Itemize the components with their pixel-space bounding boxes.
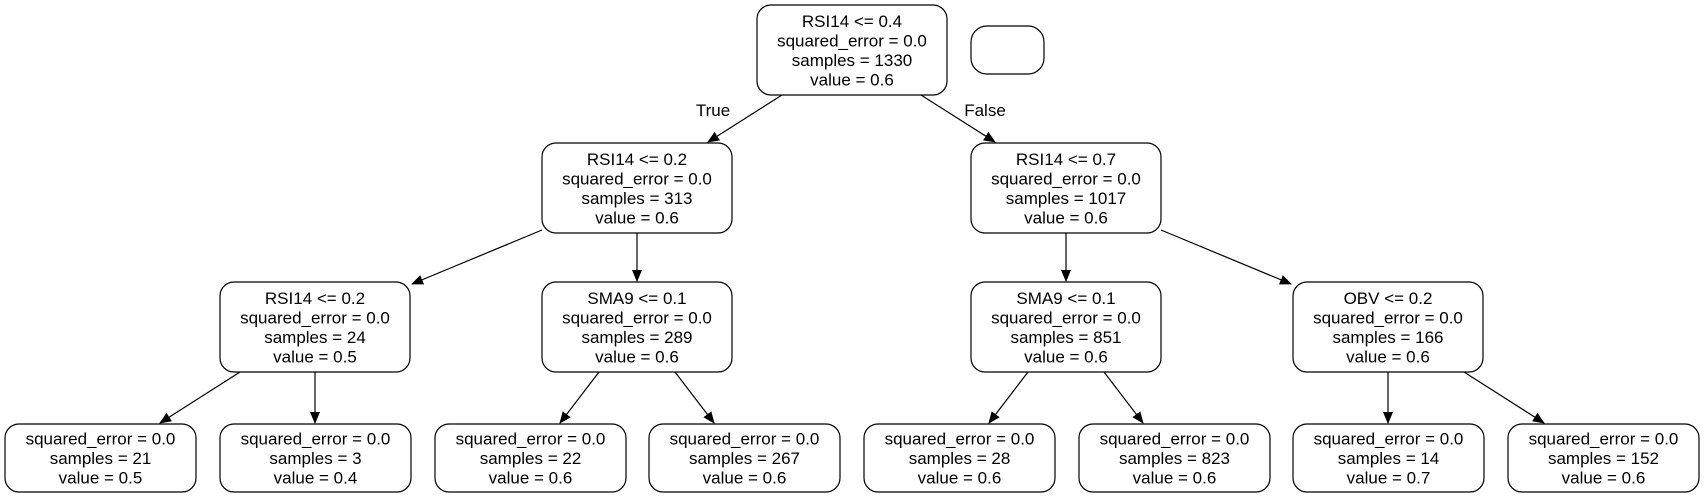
node-line: OBV <= 0.2: [1344, 289, 1433, 308]
node-box: [970, 142, 1162, 234]
node-line: samples = 22: [480, 449, 582, 468]
node-line: squared_error = 0.0: [26, 430, 176, 449]
node-box: [970, 281, 1162, 373]
node-line: samples = 1017: [1006, 189, 1127, 208]
node-line: RSI14 <= 0.7: [1016, 150, 1116, 169]
node-line: value = 0.5: [273, 347, 357, 366]
node-line: squared_error = 0.0: [1313, 308, 1463, 327]
edge-n4-to-n9: [559, 371, 600, 424]
edge-n3-to-n7: [159, 371, 241, 424]
node-line: squared_error = 0.0: [885, 430, 1035, 449]
node-box: [1507, 423, 1700, 493]
node-box: [541, 281, 733, 373]
node-line: samples = 28: [909, 449, 1011, 468]
node-line: value = 0.6: [595, 208, 679, 227]
node-box: [1078, 423, 1271, 493]
node-box: [970, 25, 1045, 75]
edge-n4-to-n10: [674, 371, 715, 424]
node-box: [1292, 423, 1485, 493]
edge-n5-to-n11: [988, 371, 1029, 424]
node-line: value = 0.6: [489, 469, 573, 488]
node-line: samples = 166: [1332, 328, 1443, 347]
node-box: [219, 281, 411, 373]
node-line: value = 0.6: [703, 469, 787, 488]
node-line: squared_error = 0.0: [1100, 430, 1250, 449]
node-line: squared_error = 0.0: [240, 308, 390, 327]
node-line: value = 0.6: [595, 347, 679, 366]
node-box: [756, 4, 948, 96]
node-line: value = 0.6: [1024, 208, 1108, 227]
node-box: [541, 142, 733, 234]
node-line: squared_error = 0.0: [991, 308, 1141, 327]
node-line: SMA9 <= 0.1: [1016, 289, 1115, 308]
node-line: squared_error = 0.0: [562, 169, 712, 188]
node-line: value = 0.5: [59, 469, 143, 488]
node-line: samples = 313: [581, 189, 692, 208]
edge-label-false: False: [964, 101, 1006, 120]
edge-n1-to-n3: [411, 229, 543, 285]
node-box: [863, 423, 1056, 493]
edge-n5-to-n12: [1103, 371, 1144, 424]
node-line: squared_error = 0.0: [1529, 430, 1679, 449]
node-line: value = 0.6: [1024, 347, 1108, 366]
node-line: samples = 289: [581, 328, 692, 347]
node-line: samples = 14: [1338, 449, 1440, 468]
node-line: samples = 823: [1119, 449, 1230, 468]
node-box: [434, 423, 627, 493]
node-box: [219, 423, 412, 493]
node-line: squared_error = 0.0: [991, 169, 1141, 188]
node-line: value = 0.7: [1347, 469, 1431, 488]
node-box: [1292, 281, 1484, 373]
node-line: SMA9 <= 0.1: [587, 289, 686, 308]
node-line: value = 0.4: [274, 469, 358, 488]
node-line: samples = 267: [689, 449, 800, 468]
edge-label-true: True: [696, 101, 730, 120]
node-line: value = 0.6: [810, 70, 894, 89]
node-line: value = 0.6: [1346, 347, 1430, 366]
node-line: value = 0.6: [1562, 469, 1646, 488]
edges-layer: True False: [159, 94, 1545, 424]
node-line: squared_error = 0.0: [1314, 430, 1464, 449]
edge-n2-to-n6: [1160, 229, 1292, 285]
edge-n0-to-n2: [920, 94, 996, 143]
node-line: samples = 152: [1548, 449, 1659, 468]
edge-n0-to-n1: [707, 94, 783, 143]
node-line: squared_error = 0.0: [777, 31, 927, 50]
node-box: [4, 423, 197, 493]
node-line: value = 0.6: [1133, 469, 1217, 488]
node-box: [648, 423, 841, 493]
node-line: RSI14 <= 0.2: [265, 289, 365, 308]
node-line: squared_error = 0.0: [241, 430, 391, 449]
node-line: RSI14 <= 0.4: [802, 12, 902, 31]
node-line: samples = 3: [269, 449, 361, 468]
node-line: RSI14 <= 0.2: [587, 150, 687, 169]
node-line: samples = 851: [1010, 328, 1121, 347]
node-line: squared_error = 0.0: [562, 308, 712, 327]
edge-n6-to-n14: [1463, 371, 1545, 424]
node-line: samples = 24: [264, 328, 366, 347]
node-line: squared_error = 0.0: [670, 430, 820, 449]
legend-box: [970, 25, 1045, 75]
node-line: samples = 21: [50, 449, 152, 468]
node-line: value = 0.6: [918, 469, 1002, 488]
node-line: samples = 1330: [792, 51, 913, 70]
node-line: squared_error = 0.0: [456, 430, 606, 449]
